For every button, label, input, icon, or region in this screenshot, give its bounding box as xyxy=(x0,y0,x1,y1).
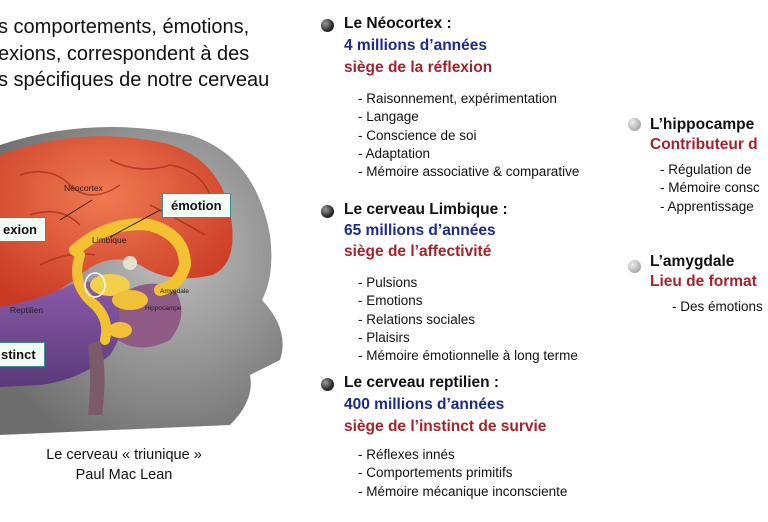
list-item: - Des émotions xyxy=(672,299,763,314)
list-item: - Relations sociales xyxy=(358,311,476,327)
list-item: - Plaisirs xyxy=(358,329,410,345)
bullet-icon xyxy=(321,19,334,32)
label-limbique: Limbique xyxy=(92,235,127,245)
list-item: - Comportements primitifs xyxy=(358,465,513,481)
list-item: - Conscience de soi xyxy=(358,127,477,143)
list-item: - Emotions xyxy=(358,293,423,309)
list-item: - Langage xyxy=(358,109,419,125)
section-amygdale-role: Lieu de format xyxy=(650,273,757,290)
section-hippocampe-title: L’hippocampe xyxy=(650,116,755,133)
section-hippocampe-items: - Régulation de - Mémoire consc - Appren… xyxy=(660,161,760,216)
list-item: - Régulation de xyxy=(660,162,752,177)
section-limbique-age: 65 millions d’années xyxy=(344,222,496,239)
callout-reflexion: exion xyxy=(0,217,46,242)
figure-caption: Le cerveau « triunique » Paul Mac Lean xyxy=(14,445,234,485)
brainstem xyxy=(88,340,105,415)
label-amygdale: Amygdale xyxy=(160,288,189,295)
list-item: - Mémoire mécanique inconsciente xyxy=(358,483,568,499)
neocortex-pointer xyxy=(59,199,93,221)
section-reptilien-age: 400 millions d’années xyxy=(344,396,505,413)
limbique-pointer xyxy=(109,209,161,238)
label-hippocampe: Hippocampe xyxy=(145,305,182,312)
list-item: - Raisonnement, expérimentation xyxy=(358,91,557,106)
section-limbique-items: - Pulsions - Emotions - Relations social… xyxy=(358,274,578,365)
section-hippocampe-role: Contributeur d xyxy=(650,136,758,153)
callout-instinct: stinct xyxy=(0,342,45,367)
section-neocortex-age: 4 millions d’années xyxy=(344,37,487,54)
list-item: - Apprentissage xyxy=(660,198,754,214)
section-neocortex-title: Le Néocortex : xyxy=(344,15,452,32)
intro-line-2: exions, correspondent à des xyxy=(0,42,250,65)
callout-emotion: émotion xyxy=(162,193,231,218)
triune-brain-illustration: Néocortex Limbique Reptilien Amygdale Hi… xyxy=(0,127,283,435)
list-item: - Réflexes innés xyxy=(358,447,455,462)
list-item: - Mémoire associative & comparative xyxy=(358,164,580,180)
section-limbique-title: Le cerveau Limbique : xyxy=(344,201,508,218)
intro-line-3: s spécifiques de notre cerveau xyxy=(0,69,270,91)
intro-line-1: s comportements, émotions, xyxy=(0,16,250,38)
bullet-icon xyxy=(321,378,334,391)
bullet-icon xyxy=(628,260,641,273)
section-limbique-role: siège de l’affectivité xyxy=(344,243,492,260)
label-reptilien: Reptilien xyxy=(10,305,43,315)
bullet-icon xyxy=(321,205,334,218)
bullet-icon xyxy=(628,118,641,131)
caption-line-2: Paul Mac Lean xyxy=(75,467,173,483)
section-neocortex-items: - Raisonnement, expérimentation - Langag… xyxy=(358,90,579,181)
section-neocortex-role: siège de la réflexion xyxy=(344,59,493,76)
list-item: - Mémoire émotionnelle à long terme xyxy=(358,348,578,364)
section-reptilien-title: Le cerveau reptilien : xyxy=(344,374,500,391)
caption-line-1: Le cerveau « triunique » xyxy=(46,447,202,463)
section-reptilien-role: siège de l’instinct de survie xyxy=(344,418,547,435)
list-item: - Adaptation xyxy=(358,145,431,161)
intro-text: s comportements, émotions, exions, corre… xyxy=(0,14,269,94)
section-reptilien-items: - Réflexes innés - Comportements primiti… xyxy=(358,446,567,501)
label-neocortex: Néocortex xyxy=(64,183,103,193)
section-amygdale-items: - Des émotions xyxy=(672,298,763,316)
section-amygdale-title: L’amygdale xyxy=(650,253,735,270)
list-item: - Pulsions xyxy=(358,275,418,290)
limbic-system xyxy=(69,218,192,345)
list-item: - Mémoire consc xyxy=(660,180,760,196)
